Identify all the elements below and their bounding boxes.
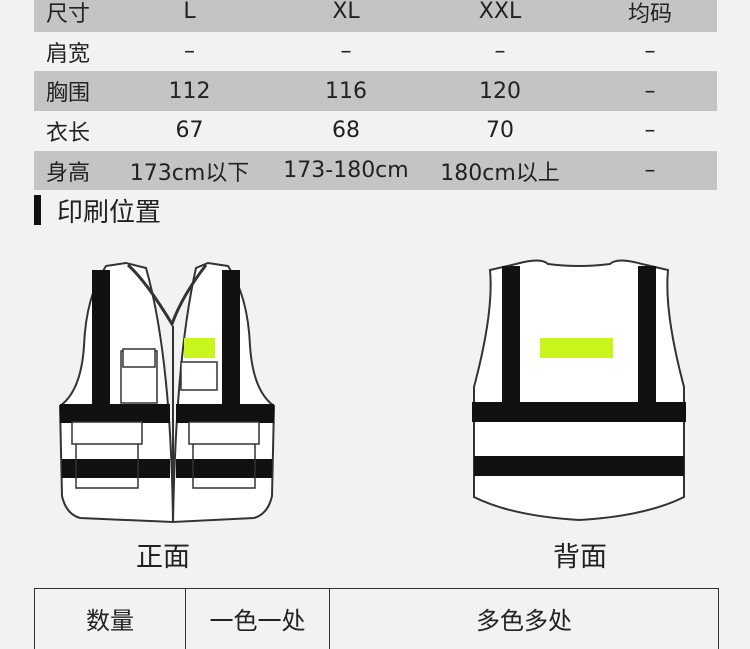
price-header-single: 一色一处: [186, 589, 330, 649]
price-header-multi: 多色多处: [476, 607, 572, 635]
size-cell: 尺寸: [45, 1, 90, 27]
front-caption: 正面: [136, 542, 190, 573]
size-cell: 70: [486, 118, 514, 144]
size-cell: –: [644, 78, 656, 104]
size-row-height: 身高 173cm以下 173-180cm 180cm以上 –: [34, 150, 717, 191]
size-cell: 胸围: [45, 81, 90, 107]
size-cell: –: [184, 39, 195, 65]
price-header-quantity: 数量: [35, 589, 186, 649]
size-cell: 180cm以上: [440, 160, 560, 186]
size-cell: XXL: [478, 0, 522, 25]
size-cell: 衣长: [45, 120, 90, 146]
vest-front-illustration: [58, 261, 276, 524]
size-row-shoulder: 肩宽 – – – –: [34, 31, 717, 72]
size-row-chest: 胸围 112 116 120 –: [34, 71, 717, 112]
size-cell: 均码: [627, 1, 672, 27]
size-cell: 116: [325, 78, 367, 104]
print-position-heading: 印刷位置: [34, 194, 162, 228]
size-table: 尺寸 L XL XXL 均码 肩宽 – – – – 胸围 112 116 120…: [34, 0, 717, 191]
size-cell: –: [644, 158, 656, 184]
size-cell: 173cm以下: [129, 160, 250, 186]
size-cell: –: [494, 39, 506, 65]
size-cell: –: [644, 118, 656, 144]
back-caption: 背面: [553, 542, 607, 573]
size-cell: 68: [332, 118, 360, 144]
back-print-area: [540, 338, 613, 358]
price-table: 数量 一色一处 多色多处: [34, 588, 719, 649]
size-cell: 173-180cm: [283, 158, 409, 184]
size-cell: L: [183, 0, 196, 25]
size-cell: 120: [479, 78, 521, 104]
front-print-area: [184, 338, 215, 358]
size-cell: 67: [175, 118, 204, 144]
size-cell: 112: [168, 78, 211, 104]
size-cell: 身高: [45, 160, 90, 186]
size-cell: –: [644, 39, 656, 65]
heading-bar: [34, 195, 41, 225]
heading-text: 印刷位置: [57, 197, 162, 228]
size-cell: –: [340, 39, 352, 65]
size-row-header: 尺寸 L XL XXL 均码: [34, 0, 717, 32]
size-cell: 肩宽: [45, 41, 90, 67]
size-cell: XL: [332, 0, 360, 25]
size-row-length: 衣长 67 68 70 –: [34, 111, 717, 151]
vest-back-illustration: [472, 259, 686, 522]
